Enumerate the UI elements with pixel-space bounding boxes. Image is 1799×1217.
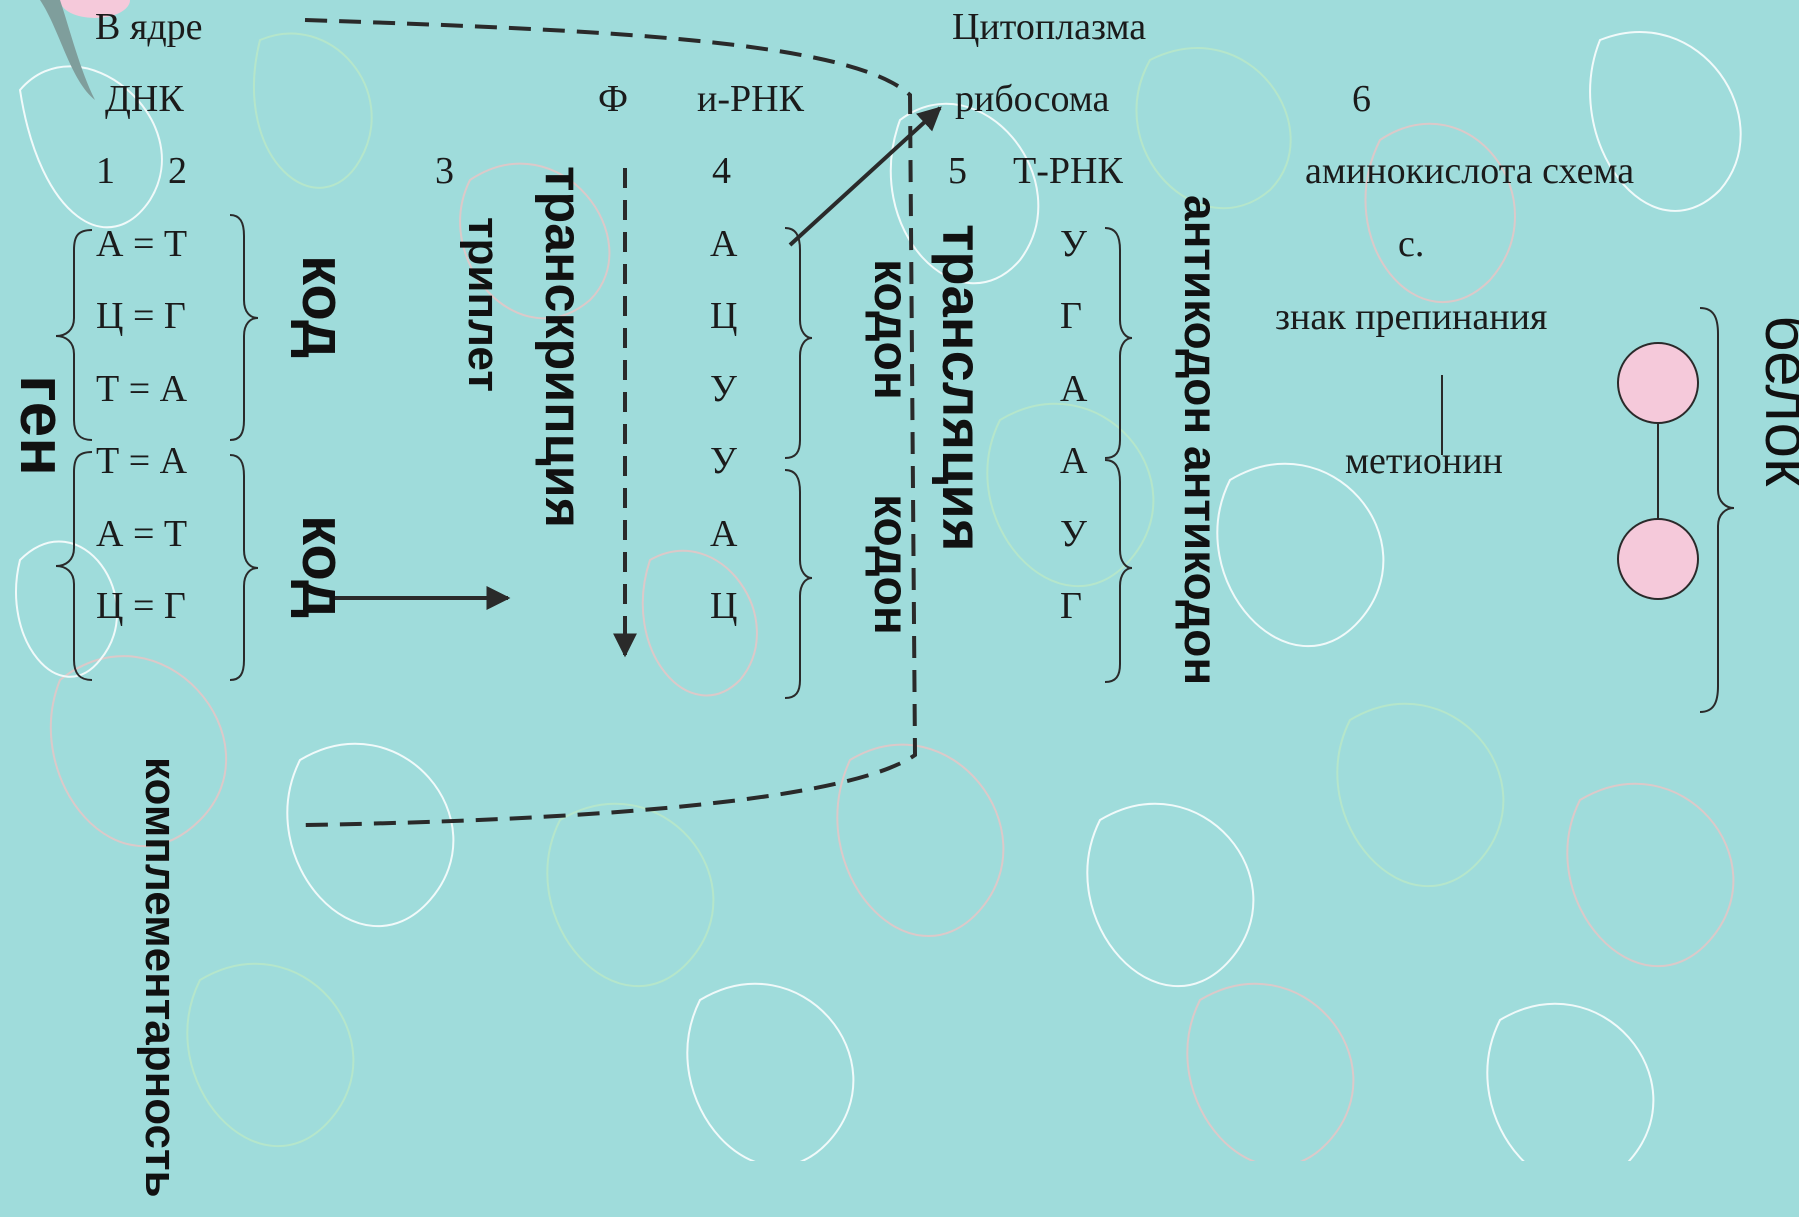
nucleus-boundary xyxy=(304,18,918,827)
methionine-label: метионин xyxy=(1345,440,1503,482)
dna-pair: Ц = Г xyxy=(96,295,186,337)
diagram-lines xyxy=(55,18,1735,827)
trna-nucleotide: У xyxy=(1060,223,1087,265)
translation-label: трансляция xyxy=(931,224,994,552)
cytoplasm-label: Цитоплазма xyxy=(952,6,1147,48)
s-label: с. xyxy=(1398,223,1425,265)
trna-nucleotide: Г xyxy=(1060,295,1082,337)
background-pattern xyxy=(15,0,1742,1161)
mrna-nucleotide: Ц xyxy=(710,295,738,337)
trna-nucleotide: Г xyxy=(1060,585,1082,627)
amino-acid-circle-1 xyxy=(1617,342,1699,424)
complementarity-label: комплементарность xyxy=(136,757,185,1198)
dna-pair: А = Т xyxy=(96,223,188,265)
nucleus-label: В ядре xyxy=(95,6,203,48)
transcription-label: транскрипция xyxy=(534,166,592,528)
number-2: 2 xyxy=(168,150,187,192)
number-4: 4 xyxy=(712,150,731,192)
number-5: 5 xyxy=(948,150,967,192)
ribosome-label: рибосома xyxy=(955,78,1110,120)
trna-label: Т-РНК xyxy=(1013,150,1123,192)
number-1: 1 xyxy=(96,150,115,192)
mrna-nucleotide: У xyxy=(710,440,737,482)
anticodon-label-2: антикодон xyxy=(1175,446,1227,686)
mrna-nucleotide: А xyxy=(710,223,738,265)
code-label-1: код xyxy=(290,255,357,359)
gene-label: ген xyxy=(7,375,79,476)
amino-acid-circle-2 xyxy=(1617,518,1699,600)
mrna-nucleotide: А xyxy=(710,513,738,555)
trna-nucleotide: А xyxy=(1060,440,1088,482)
diagram-stage: В ядре Цитоплазма ДНК Ф и-РНК рибосома 6… xyxy=(7,0,1799,1198)
triplet-label: триплет xyxy=(459,217,508,392)
dna-label: ДНК xyxy=(105,78,184,120)
codon-label-2: кодон xyxy=(864,494,917,635)
anticodon-label-1: антикодон xyxy=(1175,195,1227,435)
number-6: 6 xyxy=(1352,78,1371,120)
punctuation-label: знак препинания xyxy=(1275,296,1548,338)
mrna-label: и-РНК xyxy=(697,78,804,120)
number-3: 3 xyxy=(435,150,454,192)
aminoacid-scheme-label: аминокислота схема xyxy=(1305,150,1635,192)
dna-pair: Т = А xyxy=(96,368,188,410)
codon-label-1: кодон xyxy=(864,259,917,400)
dna-pair: Ц = Г xyxy=(96,585,186,627)
mrna-nucleotide: У xyxy=(710,368,737,410)
ribosome-arrow xyxy=(788,106,942,247)
mrna-nucleotide: Ц xyxy=(710,585,738,627)
dna-pair: Т = А xyxy=(96,440,188,482)
trna-nucleotide: А xyxy=(1060,368,1088,410)
protein-label: белок xyxy=(1752,315,1799,487)
f-label: Ф xyxy=(598,78,629,120)
dna-pair: А = Т xyxy=(96,513,188,555)
trna-nucleotide: У xyxy=(1060,513,1087,555)
code-label-2: код xyxy=(290,515,357,619)
